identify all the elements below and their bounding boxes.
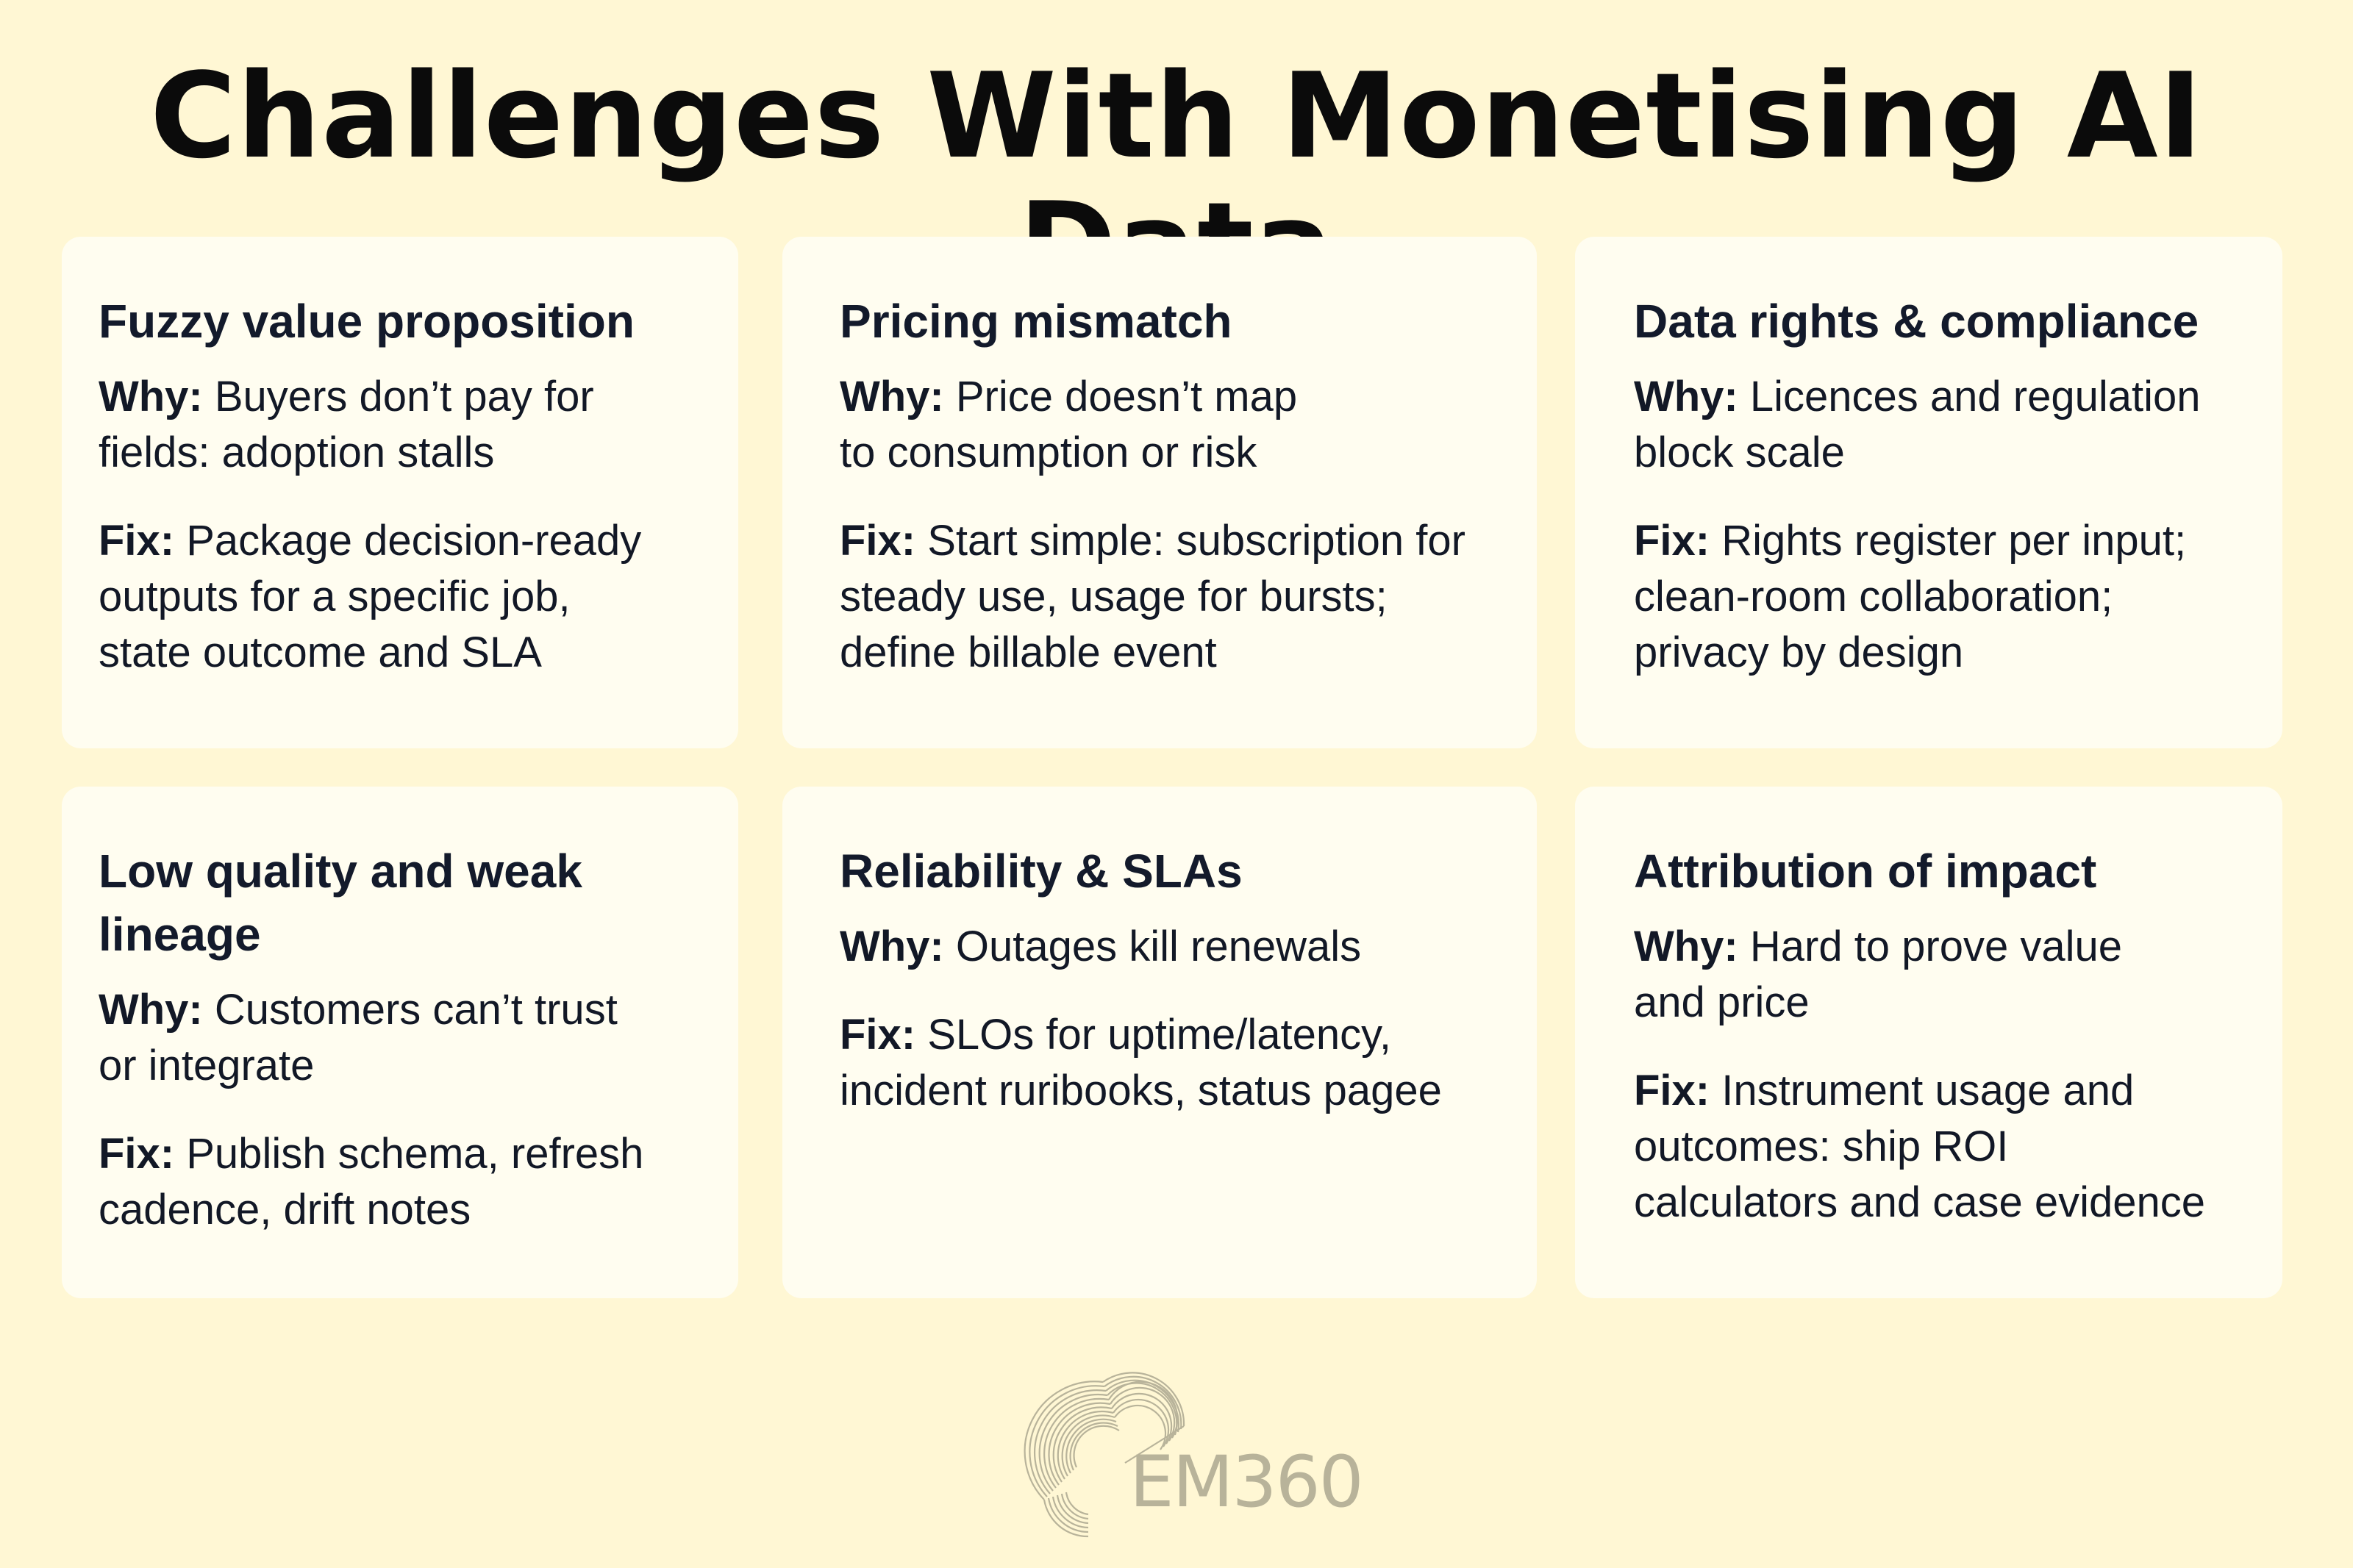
card-fuzzy-value-proposition: Fuzzy value proposition Why: Buyers don’… [62, 237, 738, 748]
card-fix: Fix: Package decision-ready outputs for … [99, 513, 672, 681]
card-why: Why: Hard to prove value and price [1634, 919, 2134, 1031]
logo-text: EM360 [1129, 1441, 1364, 1523]
card-title: Attribution of impact [1634, 845, 2097, 898]
card-title: Low quality and weak lineage [99, 845, 582, 961]
why-text: Licences and regulation block scale [1634, 373, 2201, 476]
card-fix: Fix: SLOs for uptime/latency, incident r… [840, 1007, 1487, 1119]
card-reliability-slas: Reliability & SLAs Why: Outages kill ren… [782, 787, 1537, 1298]
fix-label: Fix: [1634, 517, 1710, 565]
card-fix: Fix: Start simple: subscription for stea… [840, 513, 1502, 681]
card-title: Reliability & SLAs [840, 845, 1243, 898]
fix-label: Fix: [1634, 1067, 1710, 1114]
fix-text: Start simple: subscription for steady us… [840, 517, 1465, 676]
why-text: Price doesn’t map to consumption or risk [840, 373, 1298, 476]
fix-label: Fix: [840, 1011, 916, 1059]
card-why: Why: Outages kill renewals [840, 919, 1502, 975]
card-why: Why: Price doesn’t map to consumption or… [840, 369, 1325, 481]
why-label: Why: [840, 923, 944, 970]
fix-text: Rights register per input; clean-room co… [1634, 517, 2187, 676]
why-text: Hard to prove value and price [1634, 923, 2123, 1026]
fix-label: Fix: [99, 1130, 175, 1178]
why-text: Customers can’t trust or integrate [99, 986, 618, 1089]
fix-text: SLOs for uptime/latency, incident ruribo… [840, 1011, 1442, 1114]
card-why: Why: Licences and regulation block scale [1634, 369, 2222, 481]
why-label: Why: [840, 373, 944, 420]
card-fix: Fix: Rights register per input; clean-ro… [1634, 513, 2207, 681]
card-why: Why: Buyers don’t pay for fields: adopti… [99, 369, 643, 481]
fix-text: Publish schema, refresh cadence, drift n… [99, 1130, 644, 1234]
card-title: Fuzzy value proposition [99, 295, 635, 348]
card-pricing-mismatch: Pricing mismatch Why: Price doesn’t map … [782, 237, 1537, 748]
em360-swirl-logo-icon [1024, 1372, 1185, 1538]
card-low-quality-lineage: Low quality and weak lineage Why: Custom… [62, 787, 738, 1298]
fix-label: Fix: [840, 517, 916, 565]
card-title: Pricing mismatch [840, 295, 1232, 348]
card-why: Why: Customers can’t trust or integrate [99, 982, 657, 1094]
fix-label: Fix: [99, 517, 175, 565]
why-text: Outages kill renewals [943, 923, 1362, 970]
why-label: Why: [1634, 373, 1738, 420]
card-fix: Fix: Publish schema, refresh cadence, dr… [99, 1126, 665, 1238]
fix-text: Package decision-ready outputs for a spe… [99, 517, 642, 676]
why-label: Why: [99, 986, 203, 1034]
em360-logo: EM360 [1015, 1353, 1364, 1544]
why-label: Why: [99, 373, 203, 420]
card-attribution-of-impact: Attribution of impact Why: Hard to prove… [1575, 787, 2282, 1298]
why-text: Buyers don’t pay for fields: adoption st… [99, 373, 594, 476]
card-title: Data rights & compliance [1634, 295, 2199, 348]
fix-text: Instrument usage and outcomes: ship ROI … [1634, 1067, 2206, 1226]
card-fix: Fix: Instrument usage and outcomes: ship… [1634, 1063, 2222, 1231]
why-label: Why: [1634, 923, 1738, 970]
card-data-rights-compliance: Data rights & compliance Why: Licences a… [1575, 237, 2282, 748]
